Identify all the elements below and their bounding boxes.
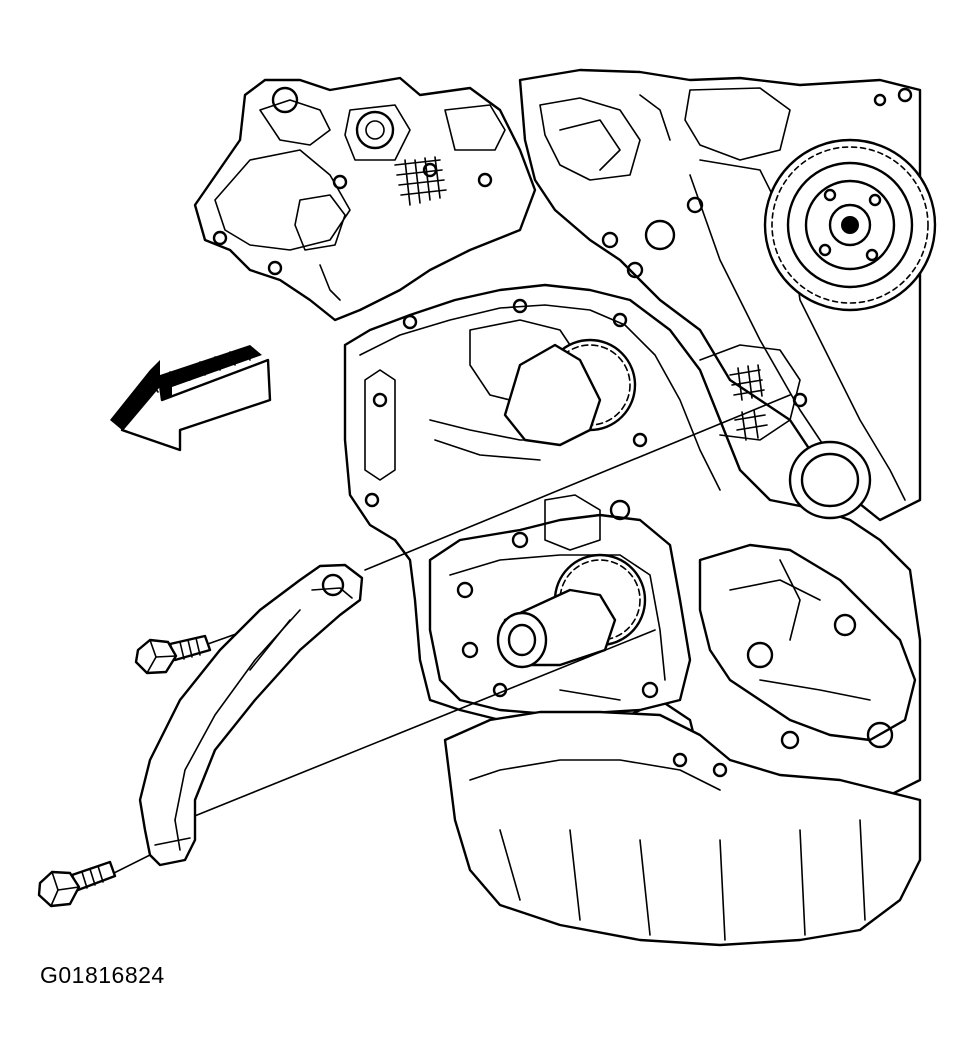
crankshaft-sprocket	[496, 553, 647, 669]
block-bore-plug	[788, 440, 872, 520]
hex-bolt-icon	[37, 860, 117, 908]
engine-mount-bracket	[698, 543, 917, 750]
oil-pan	[443, 710, 922, 947]
figure-id-label: G01816824	[40, 962, 165, 988]
camshaft-sprocket	[763, 138, 937, 312]
hex-bolt-icon	[134, 634, 212, 675]
support-bracket	[138, 563, 364, 867]
arrow-left-icon	[110, 345, 272, 452]
idler-sprocket	[503, 338, 637, 447]
cylinder-head-left	[193, 76, 537, 322]
